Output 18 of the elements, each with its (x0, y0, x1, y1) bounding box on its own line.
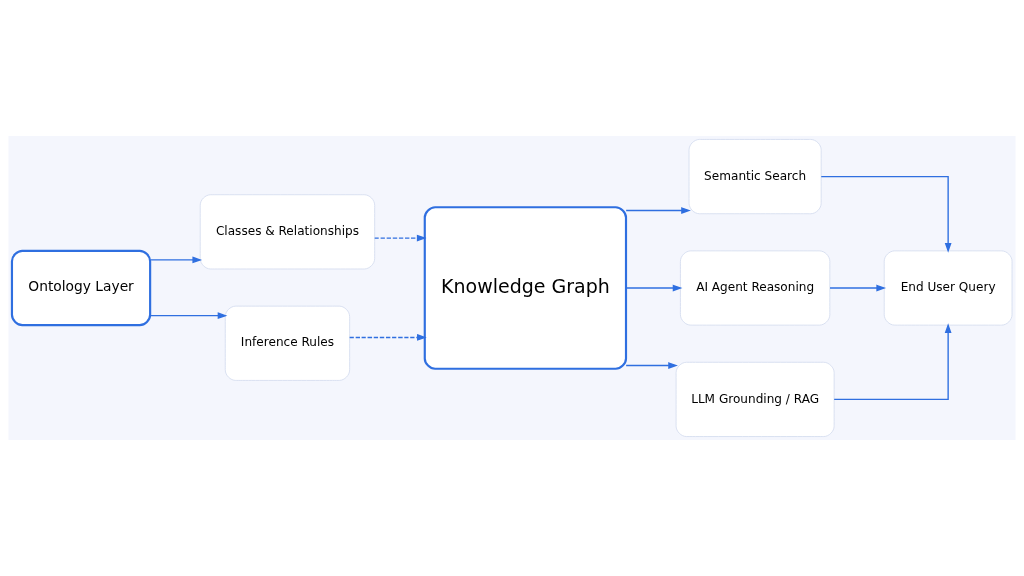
arrow (374, 234, 427, 242)
node-box: Classes & Relationships (199, 194, 376, 270)
arrow (348, 334, 427, 341)
arrow (149, 312, 228, 320)
node-box: Semantic Search (688, 139, 822, 215)
node-box: Knowledge Graph (423, 206, 628, 370)
arrow (149, 256, 203, 264)
arrow (820, 175, 952, 253)
node-box: Ontology Layer (10, 249, 152, 327)
arrow (625, 362, 678, 369)
arrow (625, 284, 683, 292)
arrow (833, 323, 952, 401)
node-box: AI Agent Reasoning (680, 250, 831, 326)
node-box: End User Query (883, 250, 1013, 326)
node-box: LLM Grounding / RAG (675, 361, 835, 437)
arrow (625, 207, 691, 214)
arrow (829, 284, 886, 292)
node-box: Inference Rules (224, 305, 351, 381)
